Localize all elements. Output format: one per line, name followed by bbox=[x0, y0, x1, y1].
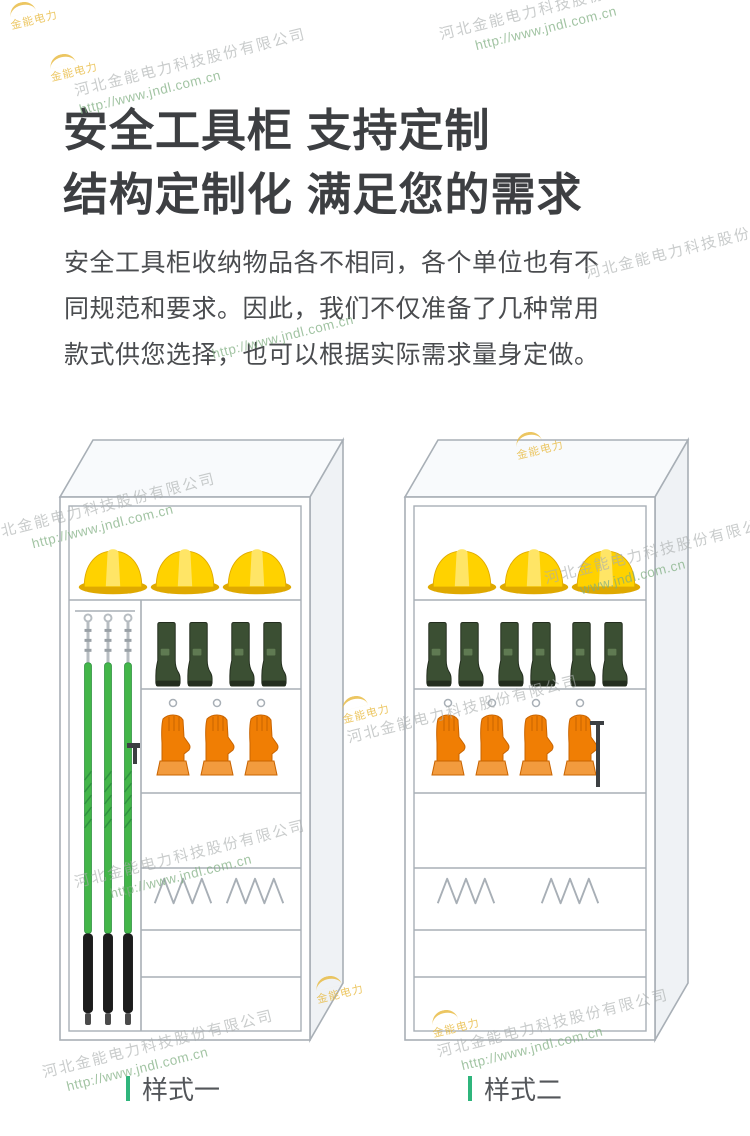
glove-press-bar bbox=[596, 725, 600, 787]
watermark-company: 河北金能电力科技股份有限公司 bbox=[583, 208, 750, 283]
watermark-company: 河北金能电力科技股份有限公司 bbox=[437, 0, 673, 44]
rod-clamp bbox=[133, 748, 137, 764]
insulated-rod-icon bbox=[82, 613, 94, 1027]
helmet-row bbox=[69, 548, 301, 601]
boots-row bbox=[414, 622, 646, 690]
glove-clip-icon bbox=[443, 698, 453, 708]
caption-accent-bar bbox=[126, 1076, 130, 1101]
helmet-row bbox=[414, 548, 646, 601]
cabinet-style-one-illustration bbox=[58, 437, 345, 1043]
glove-clip-icon bbox=[487, 698, 497, 708]
insulated-rod-icon bbox=[122, 613, 134, 1027]
title-line-2: 结构定制化 满足您的需求 bbox=[63, 169, 583, 220]
glove-press-bar bbox=[590, 721, 604, 725]
watermark: 河北金能电力科技股份有限公司 bbox=[583, 205, 750, 283]
title-line-1: 安全工具柜 支持定制 bbox=[63, 105, 491, 156]
caption-accent-bar bbox=[468, 1076, 472, 1101]
insulated-rod-icon bbox=[102, 613, 114, 1027]
glove-clip-icon bbox=[531, 698, 541, 708]
lower-shelves bbox=[414, 867, 646, 978]
insulated-rod-section bbox=[75, 610, 140, 1027]
watermark-logo: 金能电力 bbox=[6, 0, 59, 33]
rod-clamp bbox=[127, 743, 140, 748]
style-one-text: 样式一 bbox=[142, 1075, 221, 1105]
watermark-url: http://www.jndl.com.cn bbox=[473, 3, 619, 54]
watermark: 河北金能电力科技股份有限公司 http://www.jndl.com.cn bbox=[437, 0, 677, 61]
boots-row bbox=[141, 622, 301, 690]
page-title: 安全工具柜 支持定制 结构定制化 满足您的需求 bbox=[63, 99, 583, 227]
lower-shelves bbox=[141, 867, 301, 978]
glove-clip-icon bbox=[212, 698, 222, 708]
cabinet-style-two-illustration bbox=[403, 437, 690, 1043]
intro-line-1: 安全工具柜收纳物品各不相同，各个单位也有不 bbox=[64, 249, 600, 277]
watermark-logo: 金能电力 bbox=[46, 0, 303, 85]
style-two-caption: 样式二 bbox=[468, 1070, 562, 1107]
glove-clip-icon bbox=[256, 698, 266, 708]
gloves-row bbox=[414, 698, 646, 794]
gloves-row bbox=[141, 698, 301, 794]
watermark-company: 河北金能电力科技股份有限公司 bbox=[72, 25, 308, 100]
intro-paragraph: 安全工具柜收纳物品各不相同，各个单位也有不 同规范和要求。因此，我们不仅准备了几… bbox=[64, 240, 600, 378]
style-one-caption: 样式一 bbox=[126, 1070, 220, 1107]
intro-line-2: 同规范和要求。因此，我们不仅准备了几种常用 bbox=[64, 295, 600, 323]
glove-clip-icon bbox=[575, 698, 585, 708]
intro-line-3: 款式供您选择，也可以根据实际需求量身定做。 bbox=[64, 341, 600, 369]
cabinet-frame bbox=[58, 437, 345, 1043]
watermark: 金能电力 bbox=[6, 0, 59, 33]
style-two-text: 样式二 bbox=[484, 1075, 563, 1105]
glove-clip-icon bbox=[168, 698, 178, 708]
